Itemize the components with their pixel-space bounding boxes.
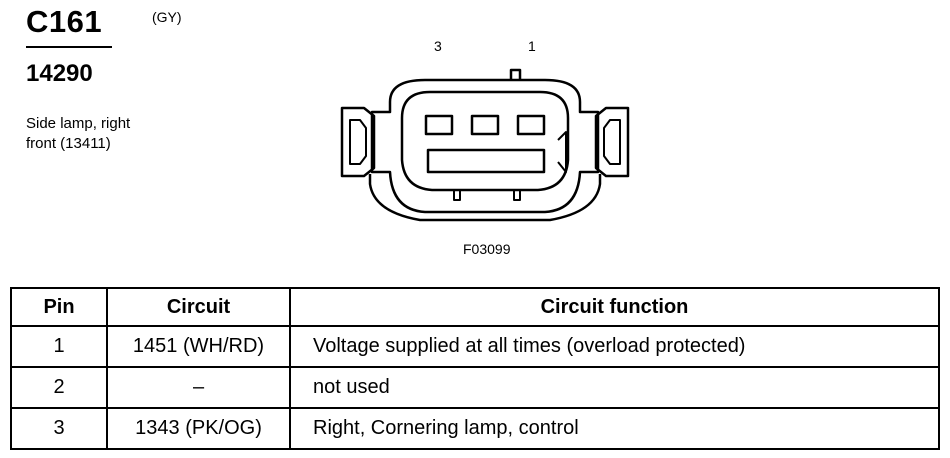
header-pin: Pin [10,287,108,327]
description-line-2: front (13411) [26,135,111,152]
table-row: 3 1343 (PK/OG) Right, Cornering lamp, co… [10,407,940,450]
connector-color-code: (GY) [152,9,182,25]
cell-circuit: 1343 (PK/OG) [106,407,291,450]
cell-function: Voltage supplied at all times (overload … [289,325,940,368]
cell-pin: 2 [10,366,108,409]
outer-shell [370,78,600,214]
cell-circuit: – [106,366,291,409]
table-row: 1 1451 (WH/RD) Voltage supplied at all t… [10,325,940,368]
terminal-3-cavity [424,114,454,136]
connector-id: C161 [26,4,103,39]
connector-description: Side lamp, right front (13411) [26,114,186,154]
header-circuit-function: Circuit function [289,287,940,327]
figure-id: F03099 [463,241,511,257]
terminal-1-cavity [516,114,546,136]
right-latch-inner [603,119,621,165]
pin-3-label: 3 [434,38,442,54]
left-latch-inner [349,119,367,165]
inner-cavity [400,90,570,192]
right-latch [594,106,630,178]
connector-face-diagram [340,68,630,222]
cell-circuit: 1451 (WH/RD) [106,325,291,368]
part-number: 14290 [26,60,93,87]
cell-function: not used [289,366,940,409]
cell-function: Right, Cornering lamp, control [289,407,940,450]
left-latch [340,106,376,178]
table-header-row: Pin Circuit Circuit function [10,287,940,327]
inner-notch [557,131,567,173]
description-line-1: Side lamp, right [26,115,131,132]
lower-skirt [368,174,602,222]
pin-1-label: 1 [528,38,536,54]
pin-table: Pin Circuit Circuit function 1 1451 (WH/… [10,287,940,450]
terminal-2-cavity [470,114,500,136]
cell-pin: 3 [10,407,108,450]
header-circuit: Circuit [106,287,291,327]
top-key [509,68,522,80]
cell-pin: 1 [10,325,108,368]
connector-id-underline [26,46,112,48]
bottom-tab-right [513,190,521,201]
bottom-tab-left [453,190,461,201]
table-row: 2 – not used [10,366,940,409]
seal-slot [426,148,546,174]
